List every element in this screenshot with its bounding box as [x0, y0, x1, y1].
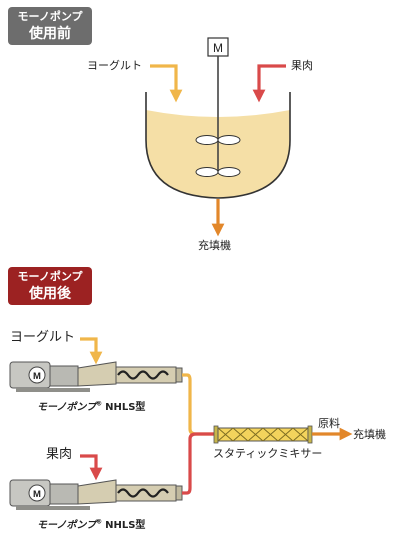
yogurt-feed-arrow	[80, 337, 103, 365]
motor-badge-icon	[28, 484, 46, 502]
pump-bottom-motor-letter: M	[33, 489, 41, 500]
mixer-elements	[218, 428, 308, 441]
before-fruit-label: 果肉	[291, 59, 313, 72]
after-badge: モーノポンプ 使用後	[8, 267, 92, 305]
pump-top-nameplate: モーノポンプ®NHLS型	[37, 398, 145, 413]
static-mixer	[213, 425, 313, 444]
impeller-blade	[217, 135, 241, 145]
pump-bottom-model: NHLS型	[105, 520, 146, 531]
pump-discharge-flange	[175, 367, 183, 383]
pump-fruit	[9, 479, 183, 510]
pump-bottom-nameplate: モーノポンプ®NHLS型	[37, 516, 145, 531]
pump-top-model: NHLS型	[105, 402, 146, 413]
pump-gearbox	[49, 483, 79, 505]
mixer-label: スタティックミキサー	[213, 447, 323, 460]
before-output-label: 充填機	[198, 239, 231, 252]
fruit-inflow-arrow	[252, 64, 286, 103]
pump-bottom-mark: ®	[96, 518, 103, 526]
pump-base	[16, 388, 90, 392]
before-yogurt-label: ヨーグルト	[87, 59, 142, 72]
motor-badge-icon	[28, 366, 46, 384]
yogurt-pipe	[182, 373, 214, 436]
agitator	[195, 37, 241, 177]
pump-base	[16, 506, 90, 510]
impeller-blade	[217, 167, 241, 177]
pump-suction-casing	[77, 361, 117, 387]
pump-top-brand: モーノポンプ	[37, 402, 97, 413]
before-badge: モーノポンプ 使用前	[8, 7, 92, 45]
before-badge-line2: 使用前	[29, 26, 71, 42]
impeller-blade	[195, 135, 219, 145]
pump-discharge-flange	[175, 485, 183, 501]
before-badge-line1: モーノポンプ	[17, 10, 83, 23]
after-fruit-label: 果肉	[46, 447, 73, 462]
after-output-label: 充填機	[353, 428, 386, 441]
after-badge-line2: 使用後	[29, 286, 71, 302]
fruit-feed-arrow	[80, 454, 103, 481]
pump-suction-casing	[77, 479, 117, 505]
pump-bottom-brand: モーノポンプ	[37, 520, 97, 531]
pump-yogurt	[9, 361, 183, 392]
agitator-motor-letter: M	[213, 41, 223, 55]
after-badge-line1: モーノポンプ	[17, 270, 83, 283]
mixer-flange	[213, 425, 219, 444]
pump-top-mark: ®	[96, 400, 103, 408]
impeller-blade	[195, 167, 219, 177]
fruit-pipe	[182, 432, 214, 495]
pump-rotor	[117, 370, 169, 380]
raw-material-label: 原料	[318, 417, 340, 430]
pump-rotor	[117, 488, 169, 498]
pump-top-motor-letter: M	[33, 371, 41, 382]
mixer-flange	[307, 425, 313, 444]
yogurt-inflow-arrow	[150, 64, 183, 103]
pump-gearbox	[49, 365, 79, 387]
after-yogurt-label: ヨーグルト	[10, 330, 76, 345]
